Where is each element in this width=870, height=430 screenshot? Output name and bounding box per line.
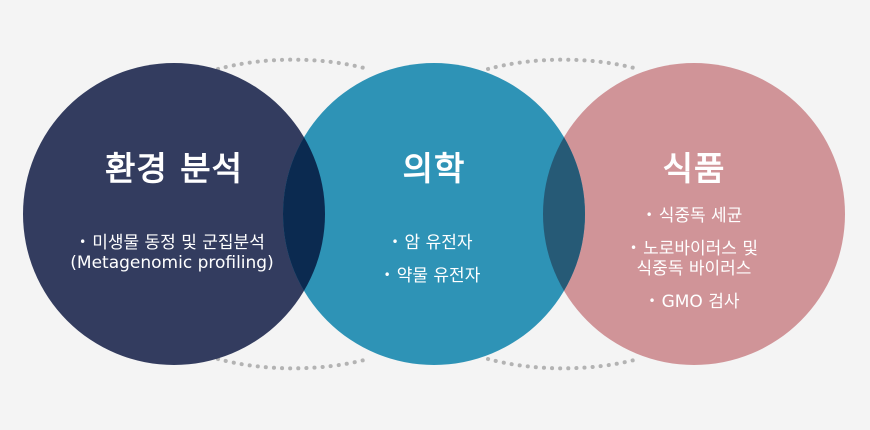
medicine-items: • 암 유전자 • 약물 유전자 [384,232,481,298]
item-text: 암 유전자 [404,233,473,253]
circle-medicine [283,63,585,365]
bullet-icon: • [391,235,399,249]
circle-food [543,63,845,365]
list-item: • 암 유전자 [384,232,481,253]
bullet-icon: • [630,241,638,255]
circle-environment [23,63,325,365]
list-item: • 식중독 세균 [630,205,758,226]
item-text: 미생물 동정 및 군집분석 [92,233,265,253]
item-text: 약물 유전자 [396,266,481,286]
list-item: • GMO 검사 [630,291,758,312]
dotted-arc-bottom-right [486,357,640,371]
item-text: 노로바이러스 및 [643,239,758,259]
item-text-line-2: 식중독 바이러스 [636,259,752,279]
bullet-icon: • [383,268,391,282]
dotted-arc-bottom-left [216,357,370,371]
item-text: GMO 검사 [661,292,740,312]
list-item: • 노로바이러스 및 식중독 바이러스 [630,238,758,279]
medicine-title: 의학 [402,149,466,188]
list-item: • 미생물 동정 및 군집분석 (Metagenomic profiling) [70,232,273,273]
bullet-icon: • [79,235,87,249]
food-title: 식품 [662,149,726,188]
item-text-line-2: (Metagenomic profiling) [70,253,274,273]
bullet-icon: • [648,294,656,308]
list-item: • 약물 유전자 [384,265,481,286]
dotted-arc-top-right [486,57,640,71]
food-items: • 식중독 세균 • 노로바이러스 및 식중독 바이러스 • GMO 검사 [630,205,758,324]
environment-items: • 미생물 동정 및 군집분석 (Metagenomic profiling) [70,232,273,285]
item-text: 식중독 세균 [658,206,743,226]
dotted-arc-top-left [216,57,370,71]
bullet-icon: • [645,208,653,222]
environment-title: 환경 분석 [105,149,243,188]
